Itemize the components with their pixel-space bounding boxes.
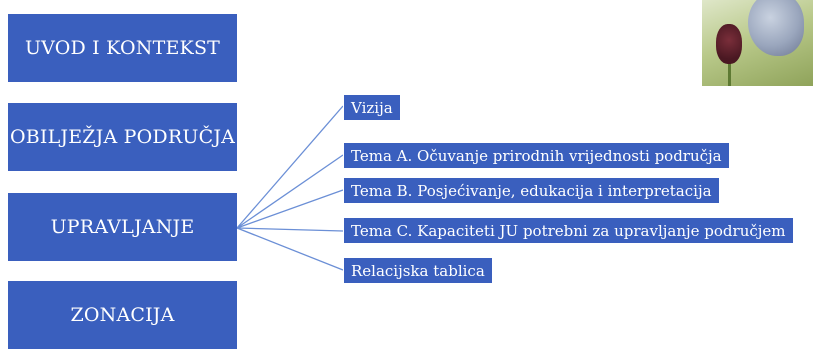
section-obiljezja-podrucja[interactable]: OBILJEŽJA PODRUČJA	[8, 103, 237, 171]
connector-relacijska	[236, 227, 344, 271]
section-label: UVOD I KONTEKST	[24, 37, 221, 59]
branch-label: Relacijska tablica	[351, 261, 485, 280]
branch-label: Vizija	[351, 98, 393, 117]
branch-relacijska-tablica[interactable]: Relacijska tablica	[343, 257, 493, 284]
connector-tema-c	[236, 227, 344, 232]
branch-tema-b[interactable]: Tema B. Posjećivanje, edukacija i interp…	[343, 177, 720, 204]
branch-label: Tema B. Posjećivanje, edukacija i interp…	[351, 181, 712, 200]
connector-tema-b	[236, 189, 344, 229]
branch-vizija[interactable]: Vizija	[343, 94, 401, 121]
section-label: ZONACIJA	[70, 304, 175, 326]
section-zonacija[interactable]: ZONACIJA	[8, 281, 237, 349]
butterfly-photo	[702, 0, 813, 86]
connector-tema-a	[236, 154, 344, 229]
connector-vizija	[236, 105, 344, 229]
branch-tema-a[interactable]: Tema A. Očuvanje prirodnih vrijednosti p…	[343, 142, 730, 169]
branch-label: Tema A. Očuvanje prirodnih vrijednosti p…	[351, 146, 722, 165]
section-upravljanje[interactable]: UPRAVLJANJE	[8, 193, 237, 261]
section-uvod-i-kontekst[interactable]: UVOD I KONTEKST	[8, 14, 237, 82]
branch-tema-c[interactable]: Tema C. Kapaciteti JU potrebni za upravl…	[343, 217, 794, 244]
branch-label: Tema C. Kapaciteti JU potrebni za upravl…	[351, 221, 786, 240]
section-label: UPRAVLJANJE	[50, 216, 195, 238]
section-label: OBILJEŽJA PODRUČJA	[9, 126, 236, 148]
